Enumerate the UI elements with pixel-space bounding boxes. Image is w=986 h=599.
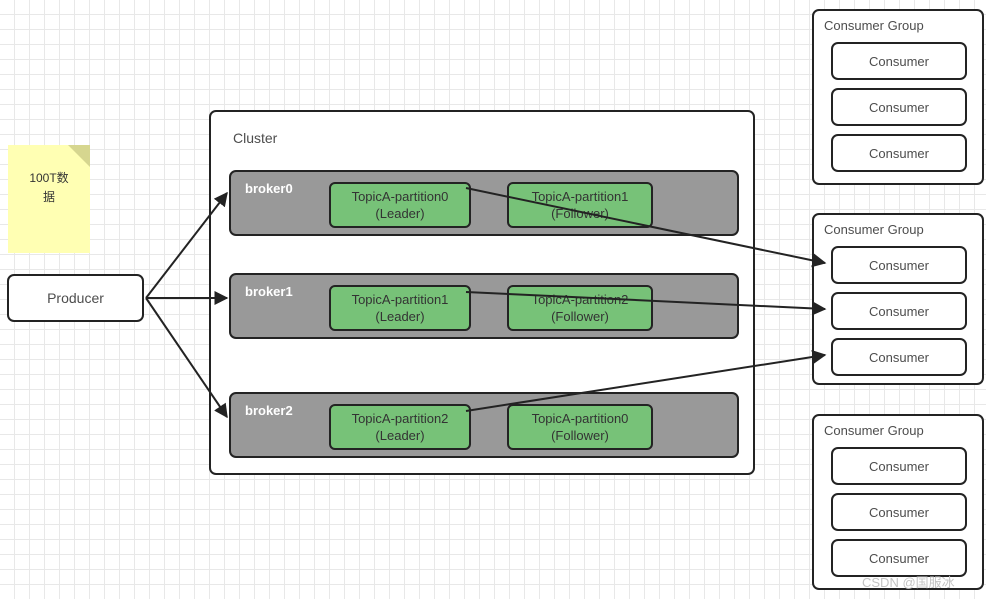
partition-role: (Leader) [375,309,425,324]
partition-box-broker0-follower[interactable]: TopicA-partition1 (Follower) [507,182,653,228]
consumer-group-title: Consumer Group [824,423,924,438]
consumer-label: Consumer [869,504,929,520]
partition-topic: TopicA-partition2 [531,292,629,307]
partition-topic: TopicA-partition0 [531,411,629,426]
consumer-label: Consumer [869,99,929,115]
partition-topic: TopicA-partition1 [531,189,629,204]
partition-topic: TopicA-partition0 [351,189,449,204]
sticky-note-text: 100T数 据 [29,171,69,204]
consumer-group-2: Consumer Group Consumer Consumer Consume… [812,213,984,385]
partition-role: (Leader) [375,428,425,443]
broker-label-2: broker2 [245,403,293,418]
broker-label-0: broker0 [245,181,293,196]
consumer-node[interactable]: Consumer [831,246,967,284]
consumer-label: Consumer [869,257,929,273]
consumer-label: Consumer [869,303,929,319]
consumer-label: Consumer [869,145,929,161]
cluster-title: Cluster [233,130,278,146]
consumer-node[interactable]: Consumer [831,493,967,531]
broker-node-0[interactable]: broker0 TopicA-partition0 (Leader) Topic… [229,170,739,236]
sticky-note: 100T数 据 [8,145,90,253]
consumer-node[interactable]: Consumer [831,88,967,126]
partition-role: (Follower) [551,206,609,221]
consumer-node[interactable]: Consumer [831,292,967,330]
partition-box-broker0-leader[interactable]: TopicA-partition0 (Leader) [329,182,471,228]
consumer-node[interactable]: Consumer [831,539,967,577]
consumer-group-title: Consumer Group [824,222,924,237]
broker-label-1: broker1 [245,284,293,299]
consumer-label: Consumer [869,550,929,566]
partition-role: (Follower) [551,428,609,443]
consumer-label: Consumer [869,349,929,365]
consumer-node[interactable]: Consumer [831,447,967,485]
consumer-node[interactable]: Consumer [831,134,967,172]
producer-node[interactable]: Producer [7,274,144,322]
consumer-label: Consumer [869,53,929,69]
partition-box-broker2-leader[interactable]: TopicA-partition2 (Leader) [329,404,471,450]
partition-box-broker1-follower[interactable]: TopicA-partition2 (Follower) [507,285,653,331]
producer-label: Producer [47,290,104,306]
consumer-node[interactable]: Consumer [831,338,967,376]
consumer-node[interactable]: Consumer [831,42,967,80]
broker-node-2[interactable]: broker2 TopicA-partition2 (Leader) Topic… [229,392,739,458]
watermark: CSDN @国服冰 [862,575,955,590]
partition-role: (Leader) [375,206,425,221]
consumer-label: Consumer [869,458,929,474]
broker-node-1[interactable]: broker1 TopicA-partition1 (Leader) Topic… [229,273,739,339]
partition-topic: TopicA-partition1 [351,292,449,307]
consumer-group-1: Consumer Group Consumer Consumer Consume… [812,9,984,185]
partition-topic: TopicA-partition2 [351,411,449,426]
consumer-group-title: Consumer Group [824,18,924,33]
sticky-note-fold-icon [68,145,90,167]
partition-box-broker2-follower[interactable]: TopicA-partition0 (Follower) [507,404,653,450]
consumer-group-3: Consumer Group Consumer Consumer Consume… [812,414,984,590]
partition-box-broker1-leader[interactable]: TopicA-partition1 (Leader) [329,285,471,331]
partition-role: (Follower) [551,309,609,324]
cluster-container: Cluster broker0 TopicA-partition0 (Leade… [209,110,755,475]
